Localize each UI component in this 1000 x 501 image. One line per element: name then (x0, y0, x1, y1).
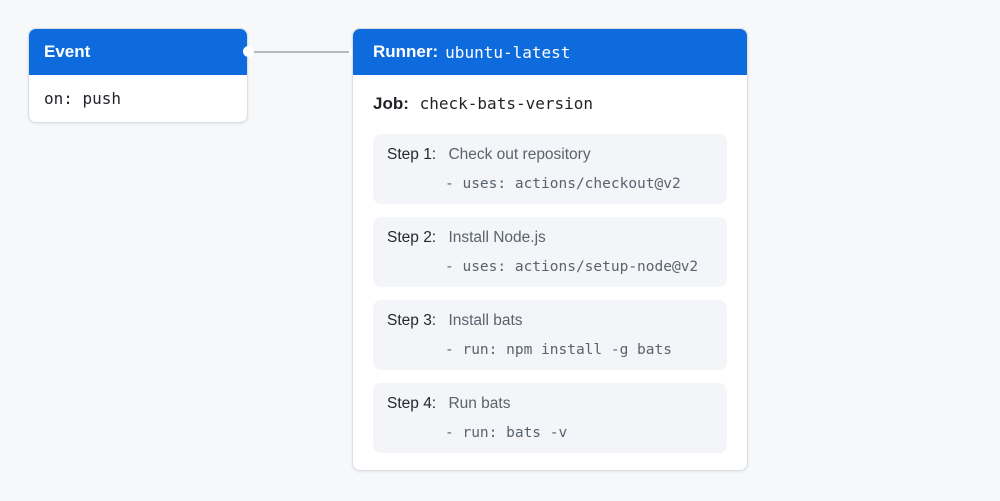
job-label: Job: (373, 94, 409, 113)
step-name: Install bats (448, 312, 523, 329)
step-label: Step 2: (387, 229, 437, 246)
step-box-1: Step 1: Check out repository - uses: act… (373, 134, 727, 204)
step-head: Step 4: Run bats (387, 394, 713, 413)
step-head: Step 2: Install Node.js (387, 228, 713, 247)
step-name: Run bats (448, 395, 511, 412)
step-box-2: Step 2: Install Node.js - uses: actions/… (373, 217, 727, 287)
step-command: - run: npm install -g bats (445, 342, 672, 358)
event-title: Event (44, 42, 91, 61)
step-label: Step 1: (387, 146, 437, 163)
step-box-4: Step 4: Run bats - run: bats -v (373, 383, 727, 453)
job-value: check-bats-version (419, 94, 594, 113)
event-body: on: push (29, 75, 247, 122)
runner-body: Job: check-bats-version Step 1: Check ou… (353, 75, 747, 453)
event-trigger-text: on: push (44, 89, 122, 108)
step-label: Step 4: (387, 395, 437, 412)
event-card: Event on: push (28, 28, 248, 123)
step-name: Install Node.js (448, 229, 546, 246)
step-head: Step 3: Install bats (387, 311, 713, 330)
runner-card: Runner: ubuntu-latest Job: check-bats-ve… (352, 28, 748, 471)
runner-title-value: ubuntu-latest (445, 42, 571, 62)
runner-title-label: Runner: (373, 42, 439, 61)
runner-card-header: Runner: ubuntu-latest (353, 29, 747, 75)
step-command: - uses: actions/setup-node@v2 (445, 259, 699, 275)
job-line: Job: check-bats-version (373, 94, 727, 114)
step-head: Step 1: Check out repository (387, 145, 713, 164)
event-card-header: Event (29, 29, 247, 75)
step-command: - run: bats -v (445, 425, 568, 441)
step-label: Step 3: (387, 312, 437, 329)
connector-line (248, 51, 354, 53)
step-box-3: Step 3: Install bats - run: npm install … (373, 300, 727, 370)
step-command: - uses: actions/checkout@v2 (445, 176, 681, 192)
connector-dot-left (243, 46, 254, 57)
step-name: Check out repository (448, 146, 591, 163)
